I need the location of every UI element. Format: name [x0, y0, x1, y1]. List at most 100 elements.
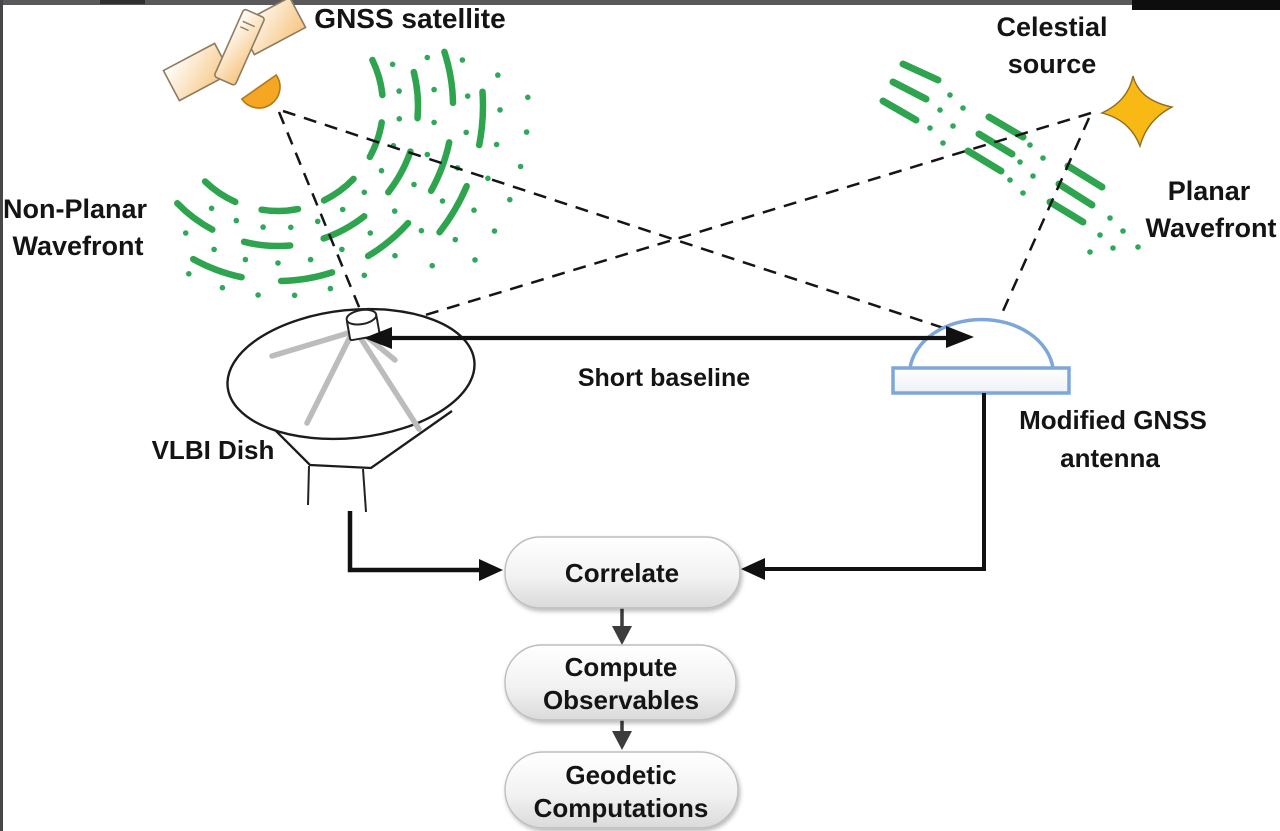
non-planar-dot [327, 285, 334, 292]
gnss-satellite-label: GNSS satellite [314, 3, 505, 34]
non-planar-dot [493, 141, 500, 148]
non-planar-arc [320, 213, 368, 242]
planar-dot [940, 140, 946, 146]
non-planar-dot [233, 217, 240, 224]
planar-dot [1040, 155, 1046, 161]
non-planar-dot [392, 252, 398, 259]
non-planar-dot [260, 224, 266, 230]
non-planar-arc [436, 182, 470, 236]
flow-step-correlate: Correlate [504, 536, 741, 609]
non-planar-dot [182, 230, 189, 236]
planar-dot [1027, 142, 1033, 148]
non-planar-dot [291, 292, 298, 299]
non-planar-dot [186, 271, 192, 277]
flow-arrow-2 [612, 720, 632, 750]
planar-dot [1030, 173, 1036, 179]
planar-dot [1107, 215, 1113, 221]
non-planar-dot [361, 272, 368, 279]
planar-dot [1120, 228, 1126, 234]
non-planar-arc [258, 205, 302, 215]
planar-dot [927, 125, 933, 131]
antenna-to-correlate-connector [741, 393, 986, 580]
non-planar-dot [314, 218, 321, 225]
non-planar-dot [391, 208, 398, 214]
non-planar-dot [471, 207, 477, 213]
non-planar-dot [525, 94, 531, 101]
non-planar-dot [439, 198, 446, 204]
planar-wavefront-label-line1: Planar [1168, 176, 1251, 206]
non-planar-dot [389, 61, 396, 68]
non-planar-dot [242, 256, 249, 263]
planar-segment [879, 97, 920, 124]
celestial-star-icon [1099, 75, 1175, 149]
planar-dot [947, 92, 953, 98]
dish-feed-horn [345, 308, 381, 342]
planar-wavefront-icon [879, 60, 1141, 255]
satellite-dish-icon [240, 73, 281, 109]
flow-step-compute-observables: Compute Observables [504, 644, 737, 721]
planar-segment [975, 130, 1016, 158]
celestial-source-label-line1: Celestial [996, 12, 1107, 42]
non-planar-dot [464, 93, 471, 99]
planar-dot [937, 107, 943, 113]
non-planar-dot [339, 246, 345, 253]
short-baseline-label: Short baseline [578, 364, 750, 392]
non-planar-dot [418, 227, 425, 234]
flow-step-compute-label-line2: Observables [543, 685, 699, 715]
planar-dot [1020, 190, 1026, 196]
flow-step-geodetic-label-line1: Geodetic [565, 760, 676, 790]
planar-segment [1046, 198, 1087, 226]
planar-segment [964, 147, 1005, 175]
non-planar-arc [475, 88, 487, 149]
gnss-antenna-label-line2: antenna [1060, 443, 1160, 473]
non-planar-dot [424, 54, 431, 61]
planar-segment [1064, 162, 1106, 191]
flow-step-geodetic-label-line2: Computations [534, 793, 709, 823]
non-planar-dot [396, 116, 403, 122]
non-planar-arc [410, 68, 422, 122]
planar-dot [960, 105, 966, 111]
non-planar-arc [366, 119, 385, 161]
non-planar-dot [517, 163, 524, 170]
non-planar-arc [369, 56, 386, 99]
non-planar-dot [255, 292, 261, 298]
non-planar-wavefront-label-line2: Wavefront [12, 231, 143, 261]
non-planar-dot [288, 224, 294, 231]
planar-segment [985, 113, 1027, 141]
celestial-source-label-line2: source [1008, 49, 1097, 79]
non-planar-dot [497, 107, 503, 113]
dish-to-correlate-connector [347, 511, 503, 581]
top-bar-right-segment [1132, 0, 1280, 10]
signal-path-source-to-dish [375, 111, 1092, 332]
non-planar-arc [320, 175, 357, 204]
non-planar-wavefront-label-line1: Non-Planar [3, 194, 148, 224]
planar-dot [1007, 177, 1013, 183]
non-planar-dot [491, 228, 498, 234]
non-planar-dot [367, 230, 374, 236]
non-planar-wavefront-icon [174, 48, 531, 299]
non-planar-dot [211, 246, 217, 253]
signal-path-satellite-to-dish [277, 111, 368, 325]
non-planar-dot [431, 119, 437, 126]
non-planar-dot [452, 236, 459, 243]
baseline-arrowhead-left [364, 327, 392, 349]
non-planar-dot [523, 129, 530, 135]
non-planar-dot [396, 88, 402, 94]
non-planar-dot [378, 167, 385, 174]
non-planar-arc [189, 255, 245, 281]
non-planar-dot [429, 262, 436, 269]
non-planar-arc [277, 269, 336, 285]
non-planar-dot [507, 196, 513, 203]
flow-step-geodetic-computations: Geodetic Computations [504, 751, 739, 829]
planar-dot [1097, 232, 1103, 238]
gnss-antenna-label-line1: Modified GNSS [1019, 405, 1207, 435]
left-border [0, 0, 3, 831]
non-planar-dot [485, 175, 491, 182]
non-planar-arc [201, 178, 239, 206]
non-planar-arc [427, 139, 453, 195]
vlbi-dish-label: VLBI Dish [152, 435, 275, 465]
signal-path-source-to-antenna [1001, 117, 1091, 312]
planar-dot [1110, 245, 1116, 251]
